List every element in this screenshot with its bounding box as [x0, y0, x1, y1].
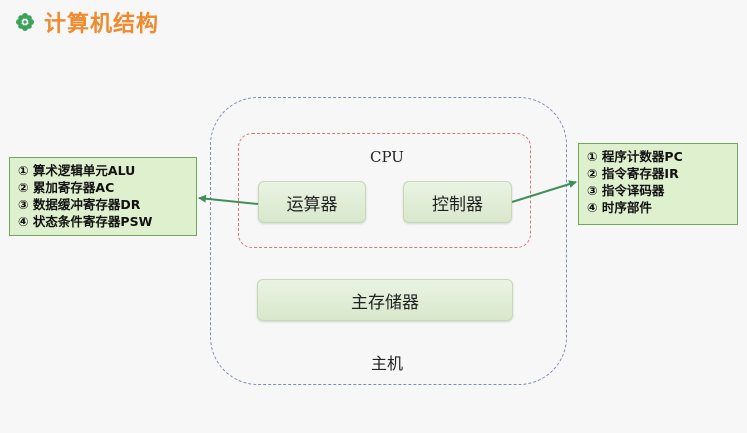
- list-item: ④ 时序部件: [587, 200, 652, 215]
- title-bar: 计算机结构: [14, 6, 159, 38]
- list-item: ③ 数据缓冲寄存器DR: [18, 197, 141, 212]
- cpu-label: CPU: [370, 148, 404, 166]
- controller-arrow: [511, 180, 577, 203]
- list-item: ② 指令寄存器IR: [587, 166, 679, 181]
- host-boundary: [210, 97, 567, 385]
- controller-box: 控制器: [403, 181, 512, 223]
- main-memory-box: 主存储器: [257, 279, 513, 321]
- list-item: ② 累加寄存器AC: [18, 180, 115, 195]
- controller-components-list: ① 程序计数器PC ② 指令寄存器IR ③ 指令译码器 ④ 时序部件: [578, 143, 738, 225]
- list-item: ④ 状态条件寄存器PSW: [18, 214, 153, 229]
- page-title: 计算机结构: [44, 12, 160, 37]
- cpu-boundary: [238, 133, 531, 248]
- alu-components-list: ① 算术逻辑单元ALU ② 累加寄存器AC ③ 数据缓冲寄存器DR ④ 状态条件…: [9, 157, 197, 236]
- flower-icon: [16, 13, 34, 31]
- list-item: ① 程序计数器PC: [587, 149, 683, 164]
- alu-box: 运算器: [258, 181, 366, 223]
- alu-arrow: [198, 194, 259, 205]
- host-label: 主机: [371, 354, 404, 373]
- list-item: ③ 指令译码器: [587, 183, 665, 198]
- list-item: ① 算术逻辑单元ALU: [18, 163, 136, 178]
